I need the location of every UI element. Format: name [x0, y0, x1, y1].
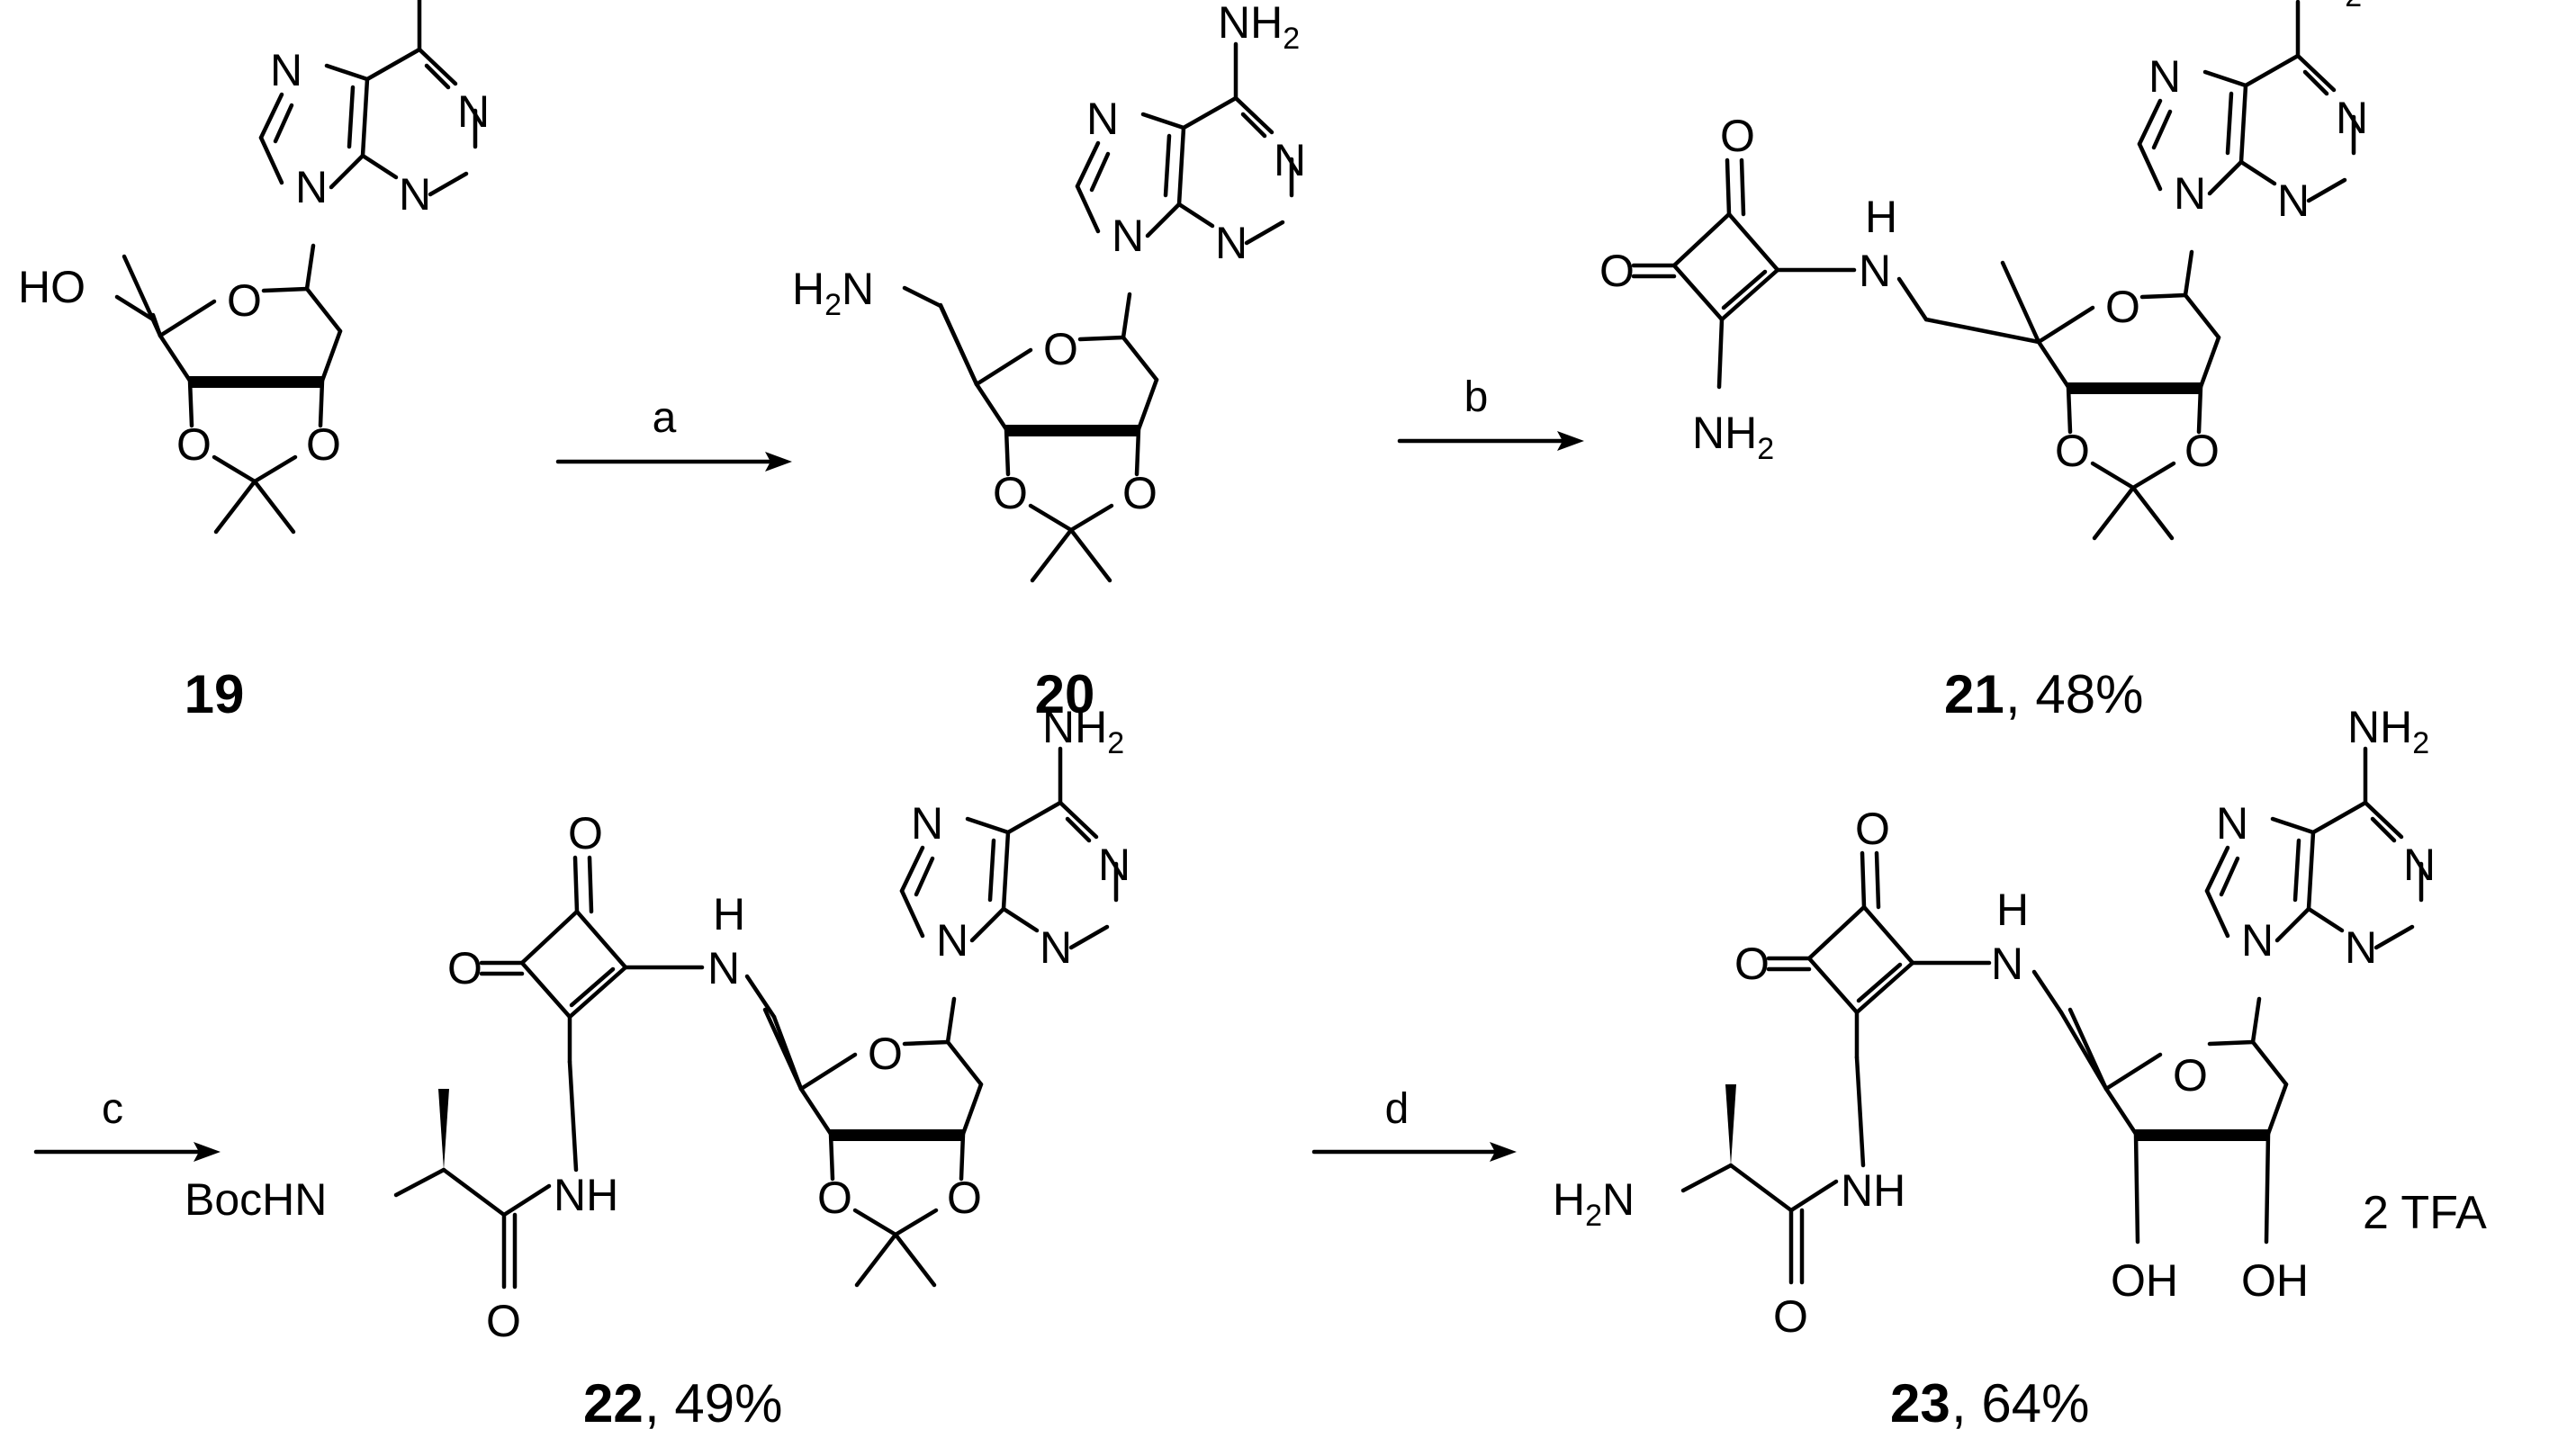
atom-label-n7: N [2216, 798, 2248, 849]
atom-label-n-amine: N [1991, 939, 2023, 989]
compound-label-23: 23 [1890, 1373, 1950, 1434]
reaction-arrow-a [555, 452, 792, 472]
atom-label-n-amine: N [1859, 246, 1891, 296]
salt-label: 2 TFA [2363, 1187, 2487, 1239]
atom-label-h2n: H2N [792, 264, 874, 322]
compound-label-21: 21 [1944, 664, 2004, 724]
compound-23: N H O OH OH N N N N NH2 [1553, 702, 2436, 1342]
atom-label-n9: N [2241, 915, 2274, 966]
compound-19: HO [18, 0, 490, 532]
atom-label-nh2: NH2 [2347, 702, 2429, 760]
atom-label-bochn: BocHN [185, 1174, 327, 1225]
atom-label-ho: HO [18, 262, 86, 312]
reaction-arrow-c [33, 1142, 221, 1162]
compound-22: N H NH O BocHN [185, 702, 1130, 1346]
atom-label-n3: N [2345, 922, 2377, 973]
compound-yield-23: , 64% [1951, 1373, 2089, 1434]
compound-21: NH2 N H [1599, 0, 2368, 538]
reaction-arrow-b [1397, 431, 1584, 451]
reaction-arrow-d [1311, 1142, 1517, 1162]
compound-yield-22: , 49% [644, 1373, 782, 1434]
reagent-label-c: c [102, 1085, 123, 1133]
atom-label-nh2-squar: NH2 [1692, 408, 1774, 466]
atom-label-oh-3: OH [2241, 1255, 2309, 1306]
atom-label-h-amine: H [713, 889, 745, 939]
atom-label-h2n: H2N [1553, 1174, 1635, 1233]
atom-label-n-amine: N [707, 943, 740, 993]
atom-label-ring-o: O [2173, 1050, 2208, 1101]
reagent-label-b: b [1464, 373, 1489, 421]
atom-label-oh-2: OH [2111, 1255, 2178, 1306]
compound-yield-21: , 48% [2005, 664, 2143, 724]
reagent-label-d: d [1385, 1085, 1410, 1133]
compound-20: H2N [792, 0, 1306, 580]
atom-label-o-amide: O [486, 1296, 521, 1346]
atom-label-o-amide: O [1773, 1291, 1808, 1342]
atom-label-h-amine: H [1865, 192, 1897, 242]
atom-label-h-amine: H [1996, 885, 2029, 935]
compound-label-22: 22 [583, 1373, 644, 1434]
compound-label-19: 19 [185, 664, 245, 724]
atom-label-nh-amide: NH [1841, 1165, 1905, 1216]
reagent-label-a: a [653, 394, 677, 442]
atom-label-nh-amide: NH [554, 1170, 618, 1220]
